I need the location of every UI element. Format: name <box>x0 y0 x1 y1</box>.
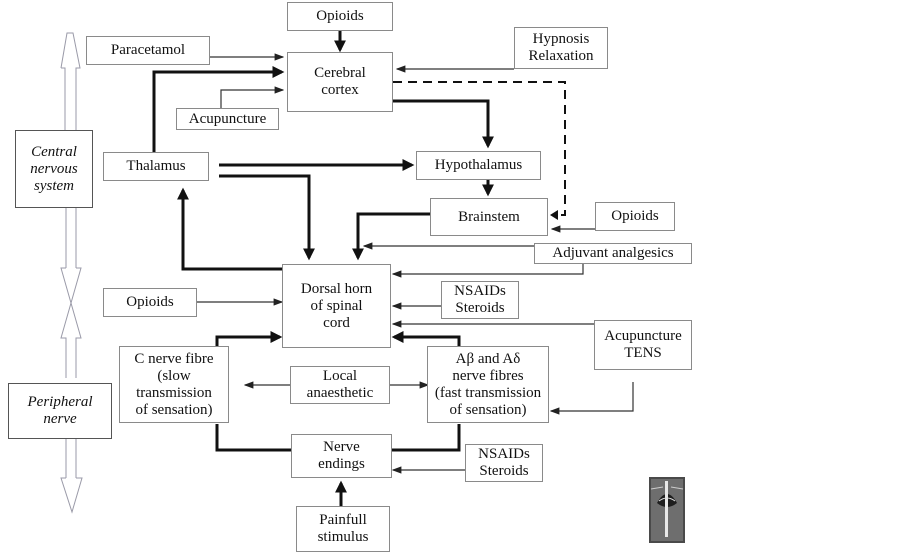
edge-brainstem-dorsal <box>352 212 430 261</box>
node-opioids-right: Opioids <box>595 202 675 231</box>
edge-tens-afibres <box>549 382 634 415</box>
node-c-nerve-fibre: C nerve fibre (slow transmission of sens… <box>119 346 229 423</box>
node-hypnosis-relaxation: Hypnosis Relaxation <box>514 27 608 69</box>
hollow-arrow-bowtie <box>60 267 82 378</box>
node-hypothalamus: Hypothalamus <box>416 151 541 180</box>
node-central-nervous-system: Central nervous system <box>15 130 93 208</box>
connectors <box>152 31 634 506</box>
node-nsaids-steroids-low: NSAIDs Steroids <box>465 444 543 482</box>
node-cerebral-cortex: Cerebral cortex <box>287 52 393 112</box>
node-nsaids-steroids-mid: NSAIDs Steroids <box>441 281 519 319</box>
edge-cfibre-dorsal <box>215 331 283 346</box>
edge-endings-afibres <box>392 424 461 452</box>
node-a-beta-delta-fibres: Aβ and Aδ nerve fibres (fast transmissio… <box>427 346 549 423</box>
edge-afibres-dorsal <box>391 331 461 346</box>
edge-dorsal-thalamus <box>177 187 283 271</box>
node-brainstem: Brainstem <box>430 198 548 236</box>
node-local-anaesthetic: Local anaesthetic <box>290 366 390 404</box>
node-nerve-endings: Nerve endings <box>291 434 392 478</box>
node-acupuncture-tens: Acupuncture TENS <box>594 320 692 370</box>
node-peripheral-nerve: Peripheral nerve <box>8 383 112 439</box>
edge-cortex-hypothalamus <box>393 99 494 149</box>
node-dorsal-horn: Dorsal horn of spinal cord <box>282 264 391 348</box>
edge-thalamus-dorsal <box>219 174 315 261</box>
node-thalamus: Thalamus <box>103 152 209 181</box>
edge-endings-cfibre <box>215 424 291 452</box>
node-acupuncture-top: Acupuncture <box>176 108 279 130</box>
node-adjuvant-analgesics: Adjuvant analgesics <box>534 243 692 264</box>
edge-adjuvant-dorsal-b <box>391 263 584 278</box>
node-paracetamol: Paracetamol <box>86 36 210 65</box>
node-opioids-left: Opioids <box>103 288 197 317</box>
cns-pn-hollow-arrow <box>60 32 83 514</box>
hollow-arrow-down-head <box>60 477 83 514</box>
edge-thalamus-cortex <box>152 66 285 152</box>
hollow-arrow-up-head <box>60 32 81 130</box>
node-painful-stimulus: Painfull stimulus <box>296 506 390 552</box>
edge-acupuncture-cortex <box>220 86 285 108</box>
node-opioids-top: Opioids <box>287 2 393 31</box>
publisher-logo-icon <box>649 477 685 543</box>
